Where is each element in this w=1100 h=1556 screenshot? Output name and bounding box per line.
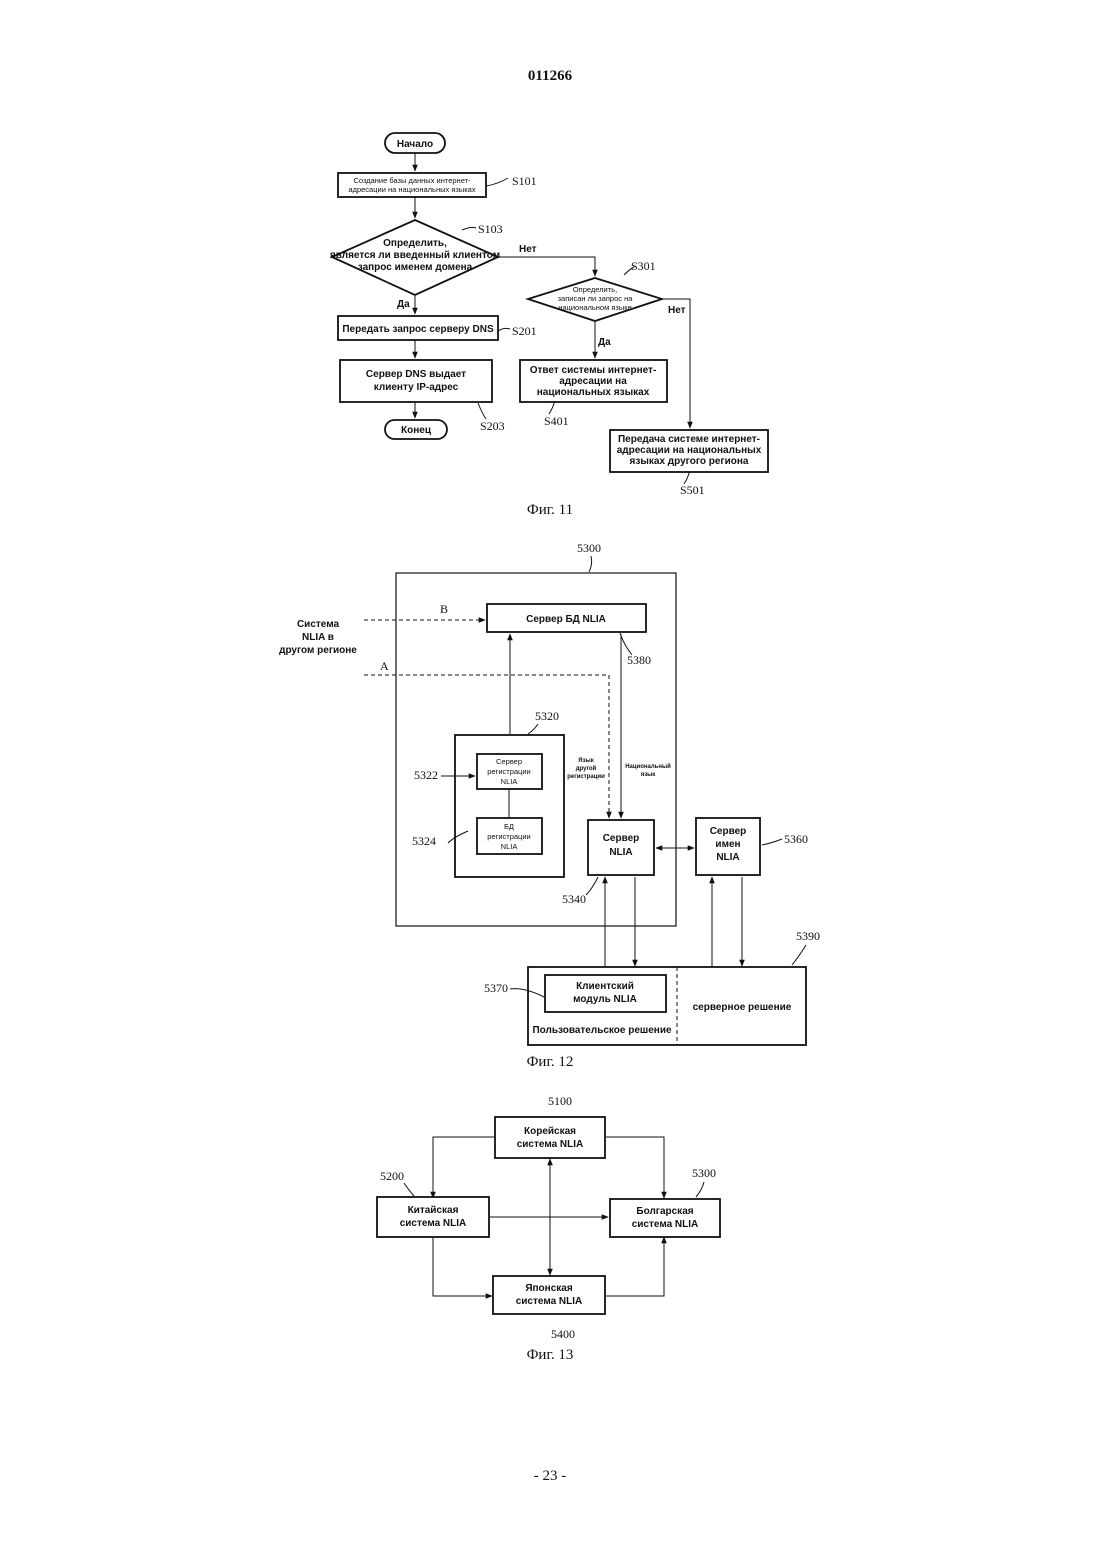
server-solution-label: серверное решение	[693, 1002, 792, 1013]
s301-no-label: Нет	[668, 305, 686, 316]
name-server-ref: 5360	[784, 832, 808, 846]
nlia-db-server-label: Сервер БД NLIA	[526, 614, 606, 625]
chinese-system-box	[377, 1197, 489, 1237]
reg-db-line-3: NLIA	[501, 842, 518, 851]
korean-system-line-1: Корейская	[524, 1126, 576, 1137]
korean-system-ref: 5100	[548, 1094, 572, 1108]
other-language-line-2: другой	[576, 765, 597, 772]
start-label: Начало	[397, 139, 433, 150]
korean-system-line-2: система NLIA	[517, 1139, 584, 1150]
reg-server-line-3: NLIA	[501, 777, 518, 786]
s401-line-1: Ответ системы интернет-	[530, 365, 657, 376]
nlia-server-line-2: NLIA	[609, 847, 632, 858]
end-label: Конец	[401, 425, 432, 436]
fig12-caption: Фиг. 12	[527, 1054, 574, 1070]
s201-line-1: Передать запрос серверу DNS	[342, 324, 494, 335]
figure-11: Начало Создание базы данных интернет- ад…	[330, 133, 768, 518]
s103-ref: S103	[478, 222, 503, 236]
national-language-line-1: Национальный	[625, 763, 671, 770]
reg-server-line-1: Сервер	[496, 757, 522, 766]
chinese-system-line-1: Китайская	[408, 1205, 459, 1216]
s203-box	[340, 360, 492, 402]
s401-ref: S401	[544, 414, 569, 428]
s203-line-2: клиенту IP-адрес	[374, 382, 459, 393]
s301-line-3: национальном языке	[558, 303, 632, 312]
national-language-line-2: язык	[641, 772, 656, 778]
japanese-system-ref: 5400	[551, 1327, 575, 1341]
s101-line-2: адресации на национальных языках	[348, 185, 475, 194]
s103-line-3: запрос именем домена	[358, 262, 473, 273]
korean-system-box	[495, 1117, 605, 1158]
reg-server-ref: 5322	[414, 768, 438, 782]
arrow-a-label: A	[380, 659, 389, 673]
bulgarian-system-ref: 5300	[692, 1166, 716, 1180]
s201-ref: S201	[512, 324, 537, 338]
chinese-system-ref: 5200	[380, 1169, 404, 1183]
reg-server-line-2: регистрации	[487, 767, 530, 776]
figure-13: Корейская система NLIA 5100 Китайская си…	[377, 1094, 720, 1363]
s103-line-2: является ли введенный клиентом	[330, 250, 500, 261]
system-5300-ref: 5300	[577, 541, 601, 555]
bulgarian-system-line-2: система NLIA	[632, 1219, 699, 1230]
fig13-caption: Фиг. 13	[527, 1347, 574, 1363]
s501-ref: S501	[680, 483, 705, 497]
nlia-server-ref: 5340	[562, 892, 586, 906]
other-language-line-1: Язык	[578, 758, 593, 764]
s203-ref: S203	[480, 419, 505, 433]
reg-db-ref: 5324	[412, 834, 436, 848]
bulgarian-system-box	[610, 1199, 720, 1237]
external-system-line-3: другом регионе	[279, 645, 357, 656]
client-module-ref: 5370	[484, 981, 508, 995]
page-number: - 23 -	[0, 1468, 1100, 1485]
reg-db-line-2: регистрации	[487, 832, 530, 841]
s103-no-label: Нет	[519, 244, 537, 255]
s103-yes-label: Да	[397, 299, 410, 310]
registration-5320-ref: 5320	[535, 709, 559, 723]
reg-db-line-1: БД	[504, 822, 514, 831]
s101-ref: S101	[512, 174, 537, 188]
client-module-line-1: Клиентский	[576, 981, 634, 992]
user-solution-label: Пользовательское решение	[532, 1025, 672, 1036]
s203-line-1: Сервер DNS выдает	[366, 369, 466, 380]
s401-line-2: адресации на	[559, 376, 627, 387]
client-module-line-2: модуль NLIA	[573, 994, 637, 1005]
s101-line-1: Создание базы данных интернет-	[353, 176, 471, 185]
japanese-system-line-1: Японская	[525, 1283, 573, 1294]
s301-yes-label: Да	[598, 337, 611, 348]
japanese-system-box	[493, 1276, 605, 1314]
other-language-line-3: регистрации	[567, 774, 605, 780]
s301-line-1: Определить,	[573, 285, 617, 294]
s301-ref: S301	[631, 259, 656, 273]
name-server-line-2: имен	[715, 839, 740, 850]
s501-line-2: адресации на национальных	[617, 445, 762, 456]
nlia-server-line-1: Сервер	[603, 833, 640, 844]
s301-line-2: записан ли запрос на	[558, 294, 634, 303]
name-server-line-3: NLIA	[716, 852, 739, 863]
external-system-line-2: NLIA в	[302, 632, 334, 643]
s401-line-3: национальных языках	[537, 387, 650, 398]
s501-line-3: языках другого региона	[630, 456, 749, 467]
s103-line-1: Определить,	[383, 238, 447, 249]
arrow-b-label: B	[440, 602, 448, 616]
chinese-system-line-2: система NLIA	[400, 1218, 467, 1229]
s501-line-1: Передача системе интернет-	[618, 434, 760, 445]
japanese-system-line-2: система NLIA	[516, 1296, 583, 1307]
external-system-line-1: Система	[297, 619, 340, 630]
bulgarian-system-line-1: Болгарская	[636, 1206, 693, 1217]
nlia-db-server-ref: 5380	[627, 653, 651, 667]
name-server-line-1: Сервер	[710, 826, 747, 837]
figure-12: 5300 Система NLIA в другом регионе B A С…	[279, 541, 820, 1070]
fig11-caption: Фиг. 11	[527, 502, 573, 518]
solution-5390-ref: 5390	[796, 929, 820, 943]
